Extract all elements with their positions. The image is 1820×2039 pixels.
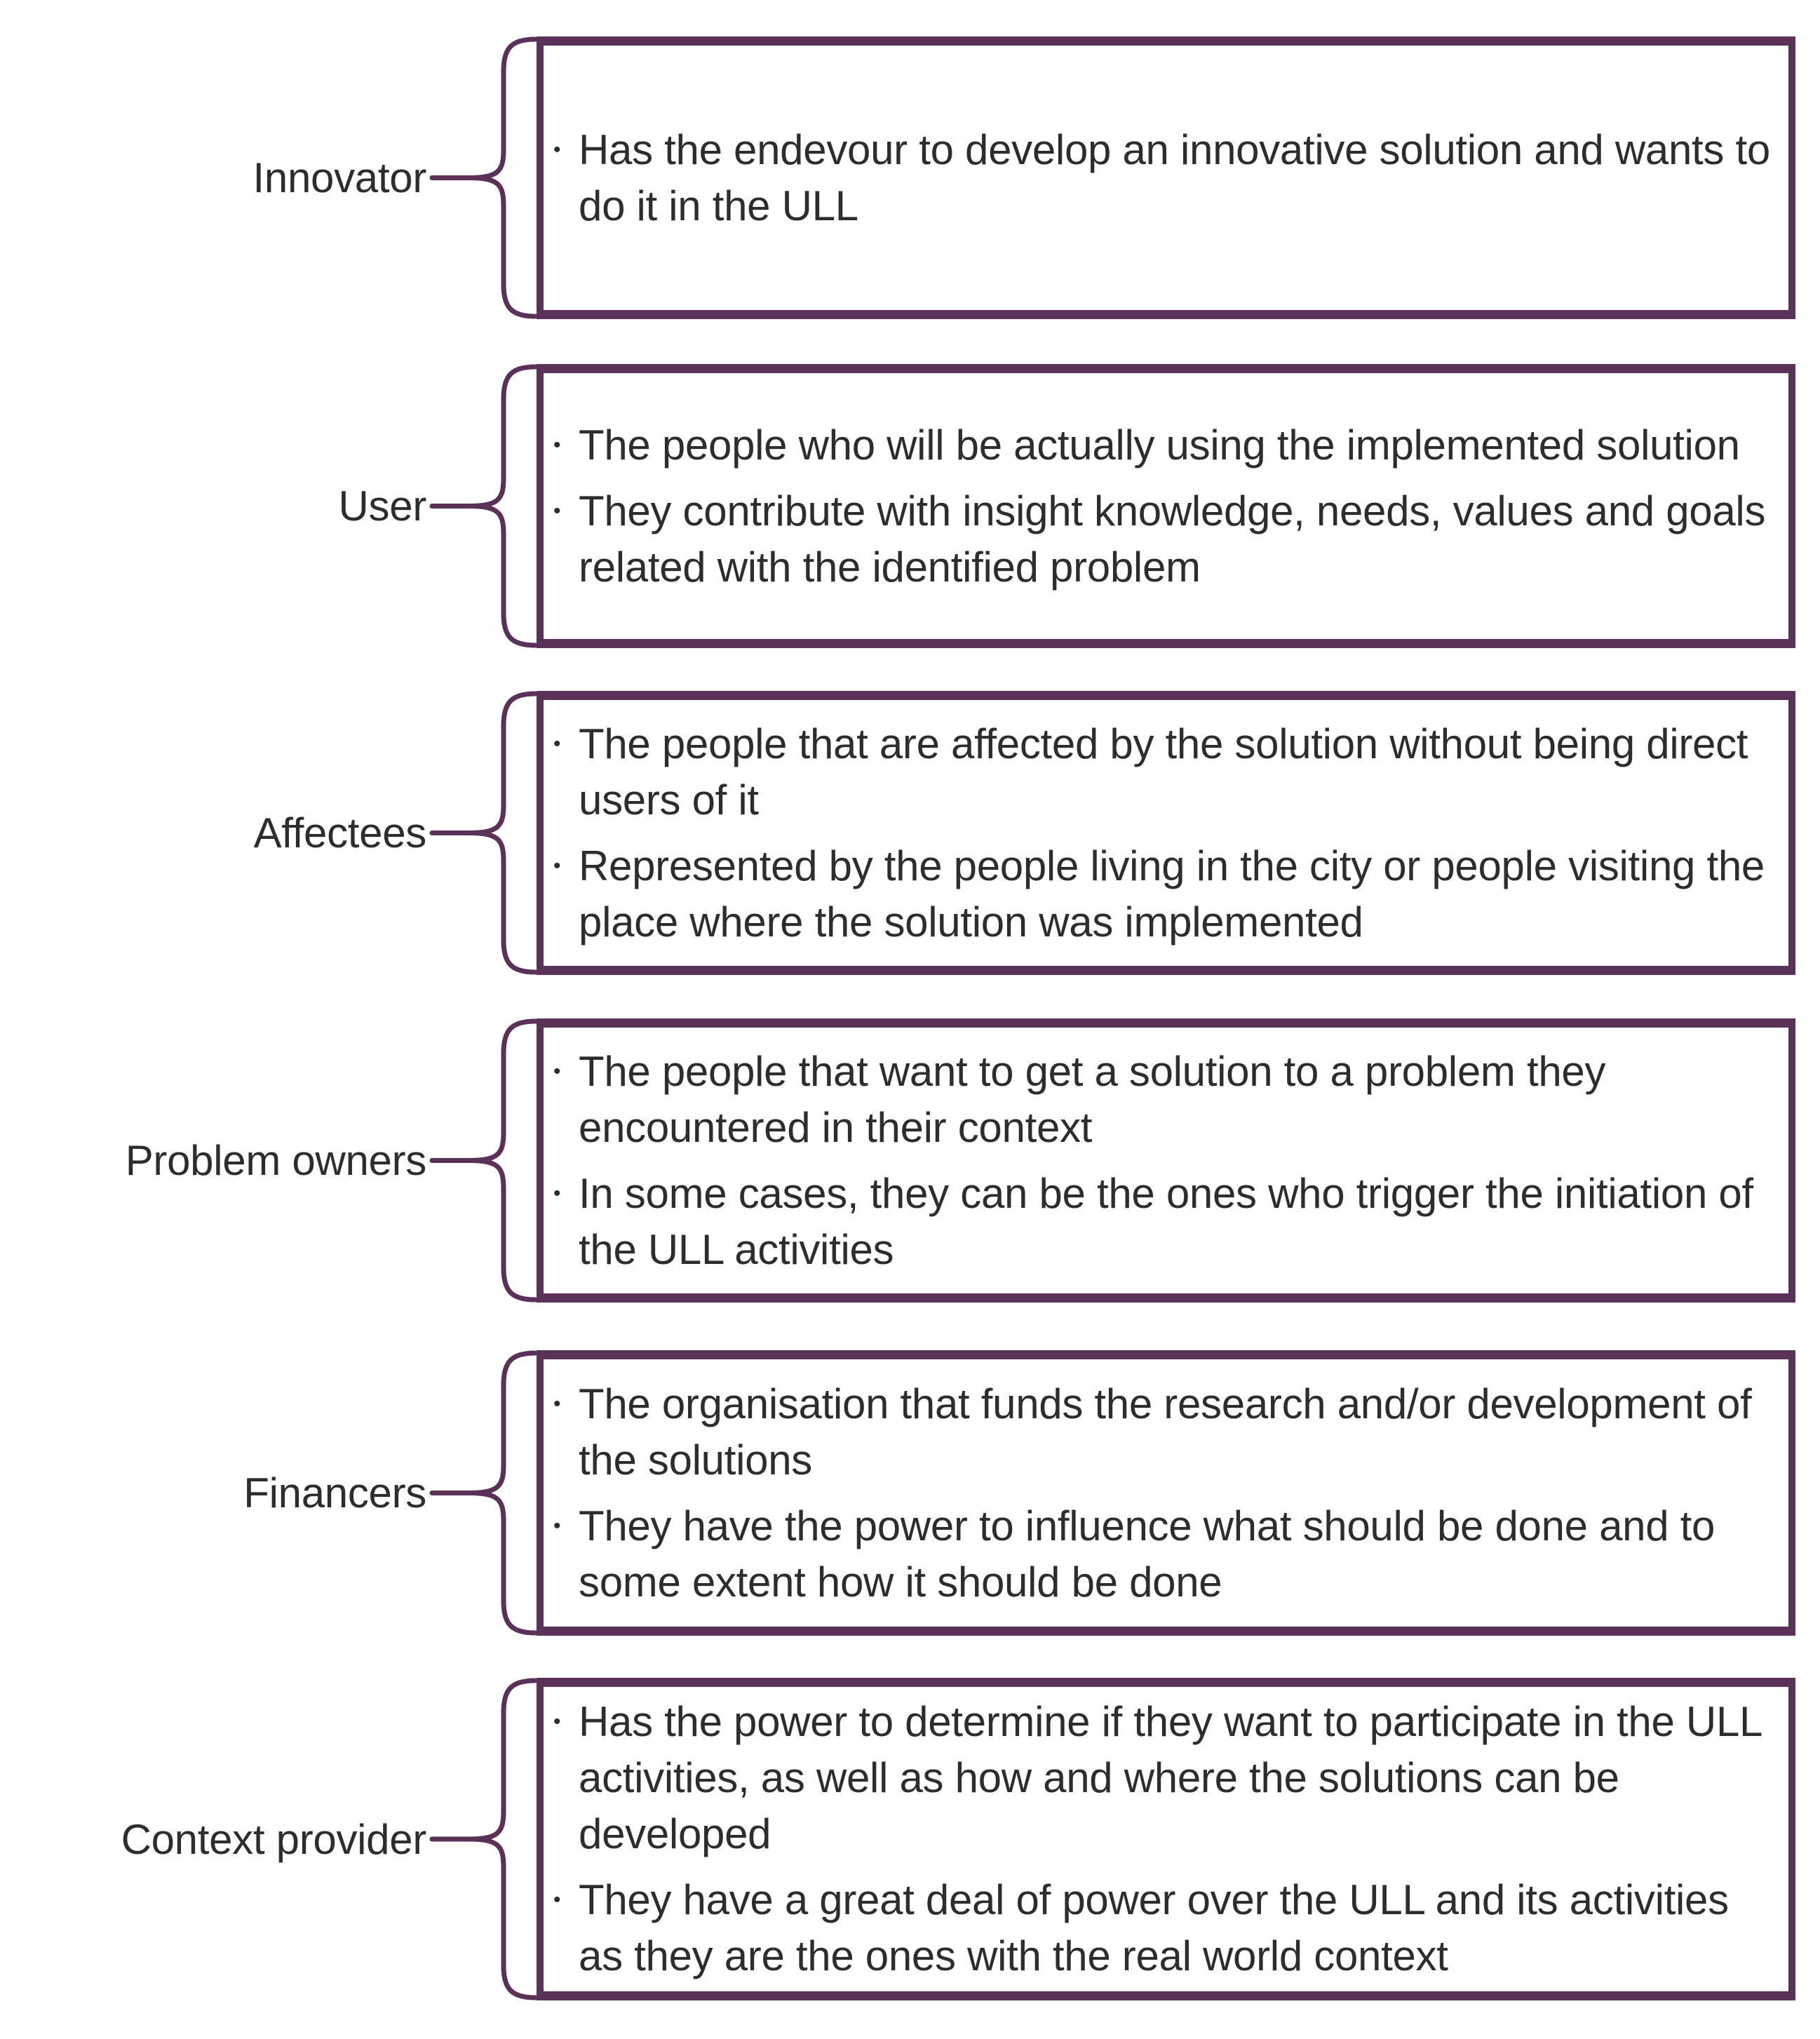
bullet-icon: • <box>553 1392 561 1415</box>
row-financers: Financers • The organisation that funds … <box>0 1350 1820 1636</box>
description-box: • Has the power to determine if they wan… <box>537 1678 1795 2000</box>
label-column: Affectees <box>0 691 429 975</box>
bullet-item: • The organisation that funds the resear… <box>553 1376 1783 1488</box>
bullet-text: They have a great deal of power over the… <box>579 1876 1729 1979</box>
bullet-text: The organisation that funds the research… <box>579 1380 1752 1483</box>
row-problem-owners: Problem owners • The people that want to… <box>0 1018 1820 1303</box>
bullet-icon: • <box>553 1710 561 1733</box>
bullet-item: • They have a great deal of power over t… <box>553 1872 1783 1984</box>
bullet-icon: • <box>553 499 561 523</box>
bullet-text: In some cases, they can be the ones who … <box>579 1169 1753 1273</box>
bullet-icon: • <box>553 732 561 755</box>
label-column: Context provider <box>0 1678 429 2000</box>
description-box: • The people who will be actually using … <box>537 364 1795 648</box>
curly-brace-icon <box>429 691 538 975</box>
label-column: Innovator <box>0 36 429 319</box>
row-innovator: Innovator • Has the endevour to develop … <box>0 36 1820 319</box>
bullet-icon: • <box>553 854 561 877</box>
bullet-icon: • <box>553 1181 561 1205</box>
row-context-provider: Context provider • Has the power to dete… <box>0 1678 1820 2000</box>
bullet-text: The people that want to get a solution t… <box>579 1047 1606 1151</box>
bullet-icon: • <box>553 1888 561 1911</box>
row-label: Problem owners <box>125 1137 427 1184</box>
bullet-text: They have the power to influence what sh… <box>579 1502 1715 1606</box>
bullet-icon: • <box>553 1059 561 1083</box>
bullet-item: • The people who will be actually using … <box>553 417 1783 473</box>
row-label: Financers <box>243 1469 426 1516</box>
bullet-item: • The people that are affected by the so… <box>553 716 1783 828</box>
curly-brace-icon <box>429 36 538 319</box>
row-affectees: Affectees • The people that are affected… <box>0 691 1820 975</box>
description-box: • Has the endevour to develop an innovat… <box>537 36 1795 319</box>
row-label: Affectees <box>253 809 427 856</box>
bullet-item: • The people that want to get a solution… <box>553 1044 1783 1156</box>
bullet-icon: • <box>553 433 561 457</box>
bullet-text: Has the power to determine if they want … <box>579 1698 1761 1857</box>
row-label: Innovator <box>252 154 427 201</box>
bullet-item: • In some cases, they can be the ones wh… <box>553 1166 1783 1278</box>
description-box: • The organisation that funds the resear… <box>537 1350 1795 1636</box>
bullet-icon: • <box>553 1514 561 1537</box>
bullet-item: • Has the endevour to develop an innovat… <box>553 122 1783 234</box>
description-box: • The people that want to get a solution… <box>537 1018 1795 1303</box>
curly-brace-icon <box>429 364 538 648</box>
label-column: User <box>0 364 429 648</box>
curly-brace-icon <box>429 1350 538 1636</box>
bullet-icon: • <box>553 137 561 161</box>
label-column: Problem owners <box>0 1018 429 1303</box>
bullet-item: • They contribute with insight knowledge… <box>553 483 1783 595</box>
bullet-text: They contribute with insight knowledge, … <box>579 487 1766 591</box>
bullet-item: • Has the power to determine if they wan… <box>553 1694 1783 1862</box>
row-label: Context provider <box>121 1815 427 1863</box>
description-box: • The people that are affected by the so… <box>537 691 1795 975</box>
bullet-text: The people who will be actually using th… <box>579 421 1740 469</box>
bullet-text: Has the endevour to develop an innovativ… <box>579 126 1770 229</box>
bullet-item: • Represented by the people living in th… <box>553 838 1783 950</box>
curly-brace-icon <box>429 1678 538 2000</box>
bullet-text: Represented by the people living in the … <box>579 842 1765 946</box>
curly-brace-icon <box>429 1018 538 1303</box>
bullet-item: • They have the power to influence what … <box>553 1498 1783 1610</box>
bullet-text: The people that are affected by the solu… <box>579 720 1748 823</box>
label-column: Financers <box>0 1350 429 1636</box>
row-user: User • The people who will be actually u… <box>0 364 1820 648</box>
row-label: User <box>338 483 427 530</box>
